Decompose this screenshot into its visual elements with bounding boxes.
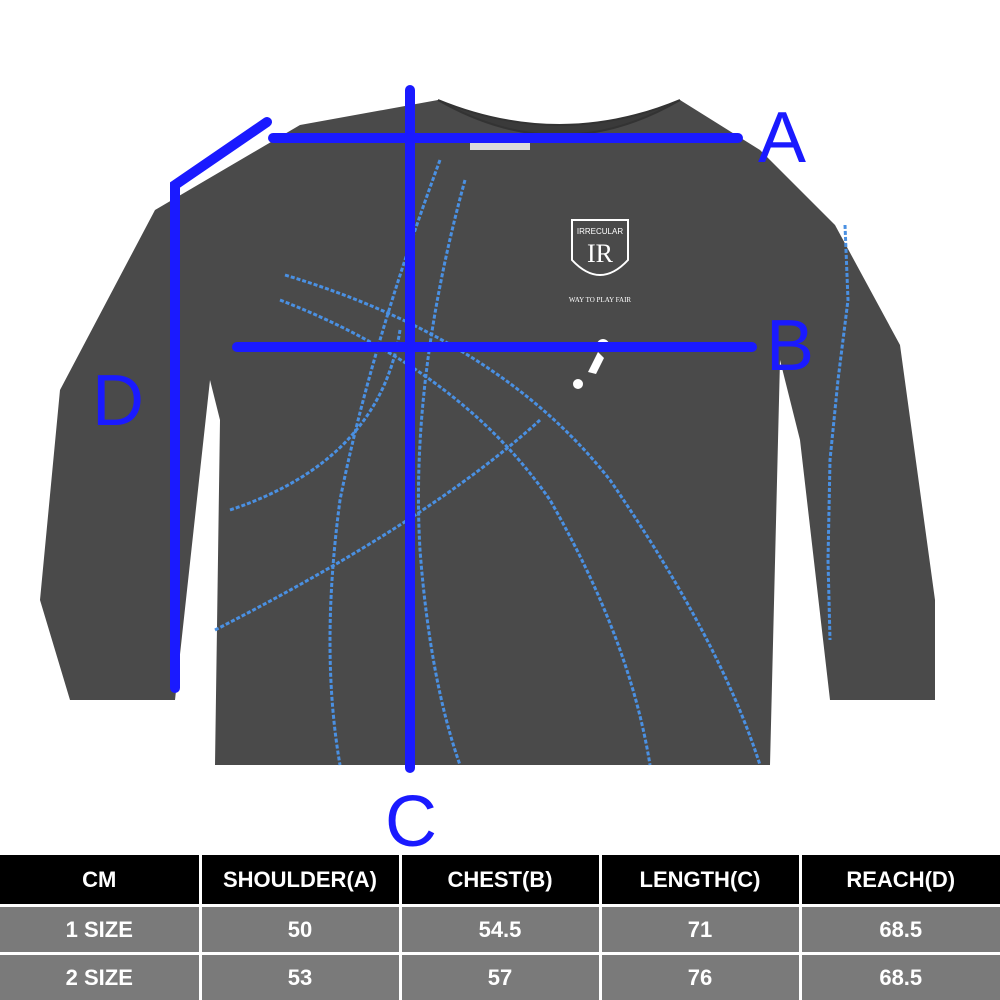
table-row: 2 SIZE 53 57 76 68.5 — [0, 953, 1000, 1000]
size-chart-table: CM SHOULDER(A) CHEST(B) LENGTH(C) REACH(… — [0, 855, 1000, 1000]
shirt-figure: IRRECULAR IR WAY TO PLAY FAIR A B C D — [40, 85, 935, 862]
shirt-body — [40, 100, 935, 765]
svg-text:IR: IR — [587, 239, 614, 268]
reach-cell: 68.5 — [798, 953, 1000, 1000]
chest-cell: 54.5 — [398, 905, 602, 956]
header-chest: CHEST(B) — [398, 855, 602, 907]
crest-slogan-text: WAY TO PLAY FAIR — [569, 296, 632, 304]
header-length: LENGTH(C) — [598, 855, 802, 907]
length-cell: 76 — [598, 953, 802, 1000]
table-header-row: CM SHOULDER(A) CHEST(B) LENGTH(C) REACH(… — [0, 855, 1000, 907]
size-name-cell: 2 SIZE — [0, 953, 202, 1000]
shoulder-cell: 50 — [198, 905, 402, 956]
shirt-collar — [437, 99, 681, 136]
crest-logo: IRRECULAR IR — [571, 219, 629, 276]
crest-brand-text: IRRECULAR — [577, 227, 623, 236]
reach-cell: 68.5 — [798, 905, 1000, 956]
header-unit: CM — [0, 855, 202, 907]
measure-line-d — [170, 117, 272, 693]
shoulder-cell: 53 — [198, 953, 402, 1000]
measure-label-b: B — [766, 306, 815, 386]
measure-lines — [170, 85, 757, 773]
length-cell: 71 — [598, 905, 802, 956]
header-reach: REACH(D) — [798, 855, 1000, 907]
shirt-illustration: IRRECULAR IR WAY TO PLAY FAIR — [40, 85, 935, 773]
neck-label-tag — [470, 140, 530, 150]
measure-label-c: C — [385, 782, 437, 862]
measure-label-d: D — [92, 361, 144, 441]
size-name-cell: 1 SIZE — [0, 905, 202, 956]
chest-cell: 57 — [398, 953, 602, 1000]
table-row: 1 SIZE 50 54.5 71 68.5 — [0, 905, 1000, 956]
measure-label-a: A — [758, 98, 807, 178]
header-shoulder: SHOULDER(A) — [198, 855, 402, 907]
